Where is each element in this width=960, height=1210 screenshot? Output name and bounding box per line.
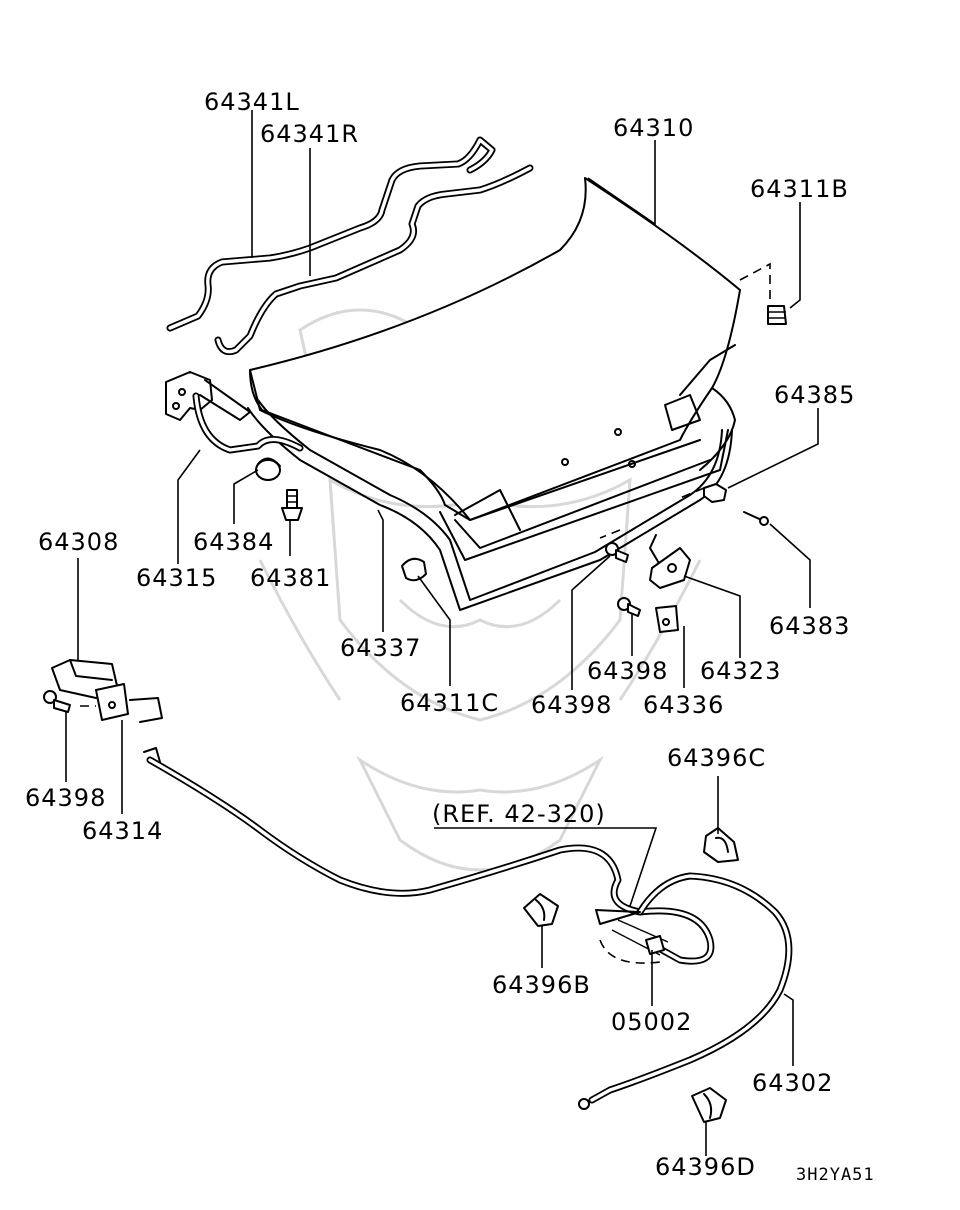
bolt-64398-mid <box>617 597 641 617</box>
label-64384: 64384 <box>193 528 274 556</box>
label-64308: 64308 <box>38 528 119 556</box>
clamp-64396B <box>523 893 559 927</box>
label-64336: 64336 <box>643 691 724 719</box>
part-labels: 64341L 64341R 64310 64311B 64385 64308 6… <box>25 88 875 1185</box>
release-cable-64302 <box>143 747 793 1110</box>
clip-05002 <box>645 935 665 955</box>
label-64311B: 64311B <box>750 175 849 203</box>
label-64398-mid: 64398 <box>587 657 668 685</box>
label-64314: 64314 <box>82 817 163 845</box>
label-05002: 05002 <box>611 1008 692 1036</box>
bolt-64398-right <box>605 542 629 563</box>
clamp-64396C <box>703 827 739 863</box>
label-64398-right: 64398 <box>531 691 612 719</box>
label-64381: 64381 <box>250 564 331 592</box>
label-64337: 64337 <box>340 634 421 662</box>
bumper-64311C <box>401 557 427 582</box>
bolt-64381 <box>281 489 303 521</box>
bumper-64311B <box>767 305 787 325</box>
label-64323: 64323 <box>700 657 781 685</box>
latch-64323 <box>649 534 691 589</box>
torsion-bar-64341L <box>166 136 496 332</box>
torsion-bar-64341R <box>214 164 534 356</box>
label-64315: 64315 <box>136 564 217 592</box>
label-64311C: 64311C <box>400 689 499 717</box>
clamp-64396D <box>691 1087 727 1123</box>
label-64396C: 64396C <box>667 744 766 772</box>
label-64385: 64385 <box>774 381 855 409</box>
label-64396D: 64396D <box>655 1153 756 1181</box>
label-64302: 64302 <box>752 1069 833 1097</box>
leader-lines <box>65 110 819 1156</box>
screw-64383 <box>743 511 769 526</box>
clip-64385 <box>703 483 727 503</box>
label-64310: 64310 <box>613 114 694 142</box>
bracket-64314 <box>80 683 163 723</box>
label-64341L: 64341L <box>204 88 300 116</box>
figure-code: 3H2YA51 <box>796 1165 875 1185</box>
label-ref: (REF. 42-320) <box>432 800 606 828</box>
bolt-64398-left <box>43 690 71 713</box>
label-64398-left: 64398 <box>25 784 106 812</box>
bumper-64384 <box>255 457 281 481</box>
label-64396B: 64396B <box>492 971 591 999</box>
label-64341R: 64341R <box>260 120 359 148</box>
label-64383: 64383 <box>769 612 850 640</box>
striker-64336 <box>655 605 679 633</box>
trunk-lid-64310 <box>249 177 741 561</box>
hinge-64315 <box>165 371 304 454</box>
